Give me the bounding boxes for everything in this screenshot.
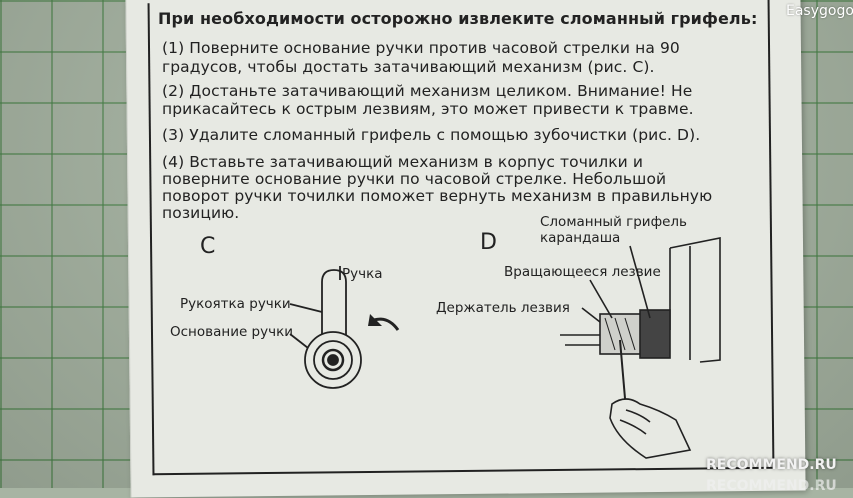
step-line-5: (3) Удалите сломанный грифель с помощью …: [162, 126, 701, 144]
figure-c-illustration: [289, 266, 400, 389]
step-line-6: (4) Вставьте затачивающий механизм в кор…: [162, 153, 644, 171]
figure-d-callout-rotating-blade: Вращающееся лезвие: [504, 264, 661, 280]
watermark-recommend-faded: RECOMMEND.RU: [706, 478, 837, 494]
figure-d-callout-broken-lead-2: карандаша: [540, 230, 621, 246]
step-line-2: градусов, чтобы достать затачивающий мех…: [162, 58, 655, 76]
watermark-recommend: RECOMMEND.RU: [706, 457, 837, 473]
figure-c-callout-handle: Ручка: [342, 266, 383, 282]
instructions-heading: При необходимости осторожно извлеките сл…: [158, 9, 758, 28]
step-line-1: (1) Поверните основание ручки против час…: [162, 39, 680, 57]
figure-d-callout-broken-lead-1: Сломанный грифель: [540, 214, 688, 230]
step-line-7: поверните основание ручки по часовой стр…: [162, 170, 667, 188]
step-line-3: (2) Достаньте затачивающий механизм цели…: [162, 82, 693, 100]
figure-c-callout-grip: Рукоятка ручки: [180, 296, 291, 312]
watermark-top: Easygogo: [786, 3, 853, 19]
figure-c-callout-base: Основание ручки: [170, 324, 294, 340]
step-line-4: прикасайтесь к острым лезвиям, это может…: [162, 100, 694, 118]
figure-d-illustration: [560, 237, 721, 459]
step-line-8: поворот ручки точилки поможет вернуть ме…: [162, 187, 713, 205]
step-line-9: позицию.: [162, 204, 240, 222]
figure-d-callout-blade-holder: Держатель лезвия: [436, 300, 570, 316]
figure-c-label: C: [200, 234, 216, 259]
figure-d-label: D: [480, 230, 497, 255]
